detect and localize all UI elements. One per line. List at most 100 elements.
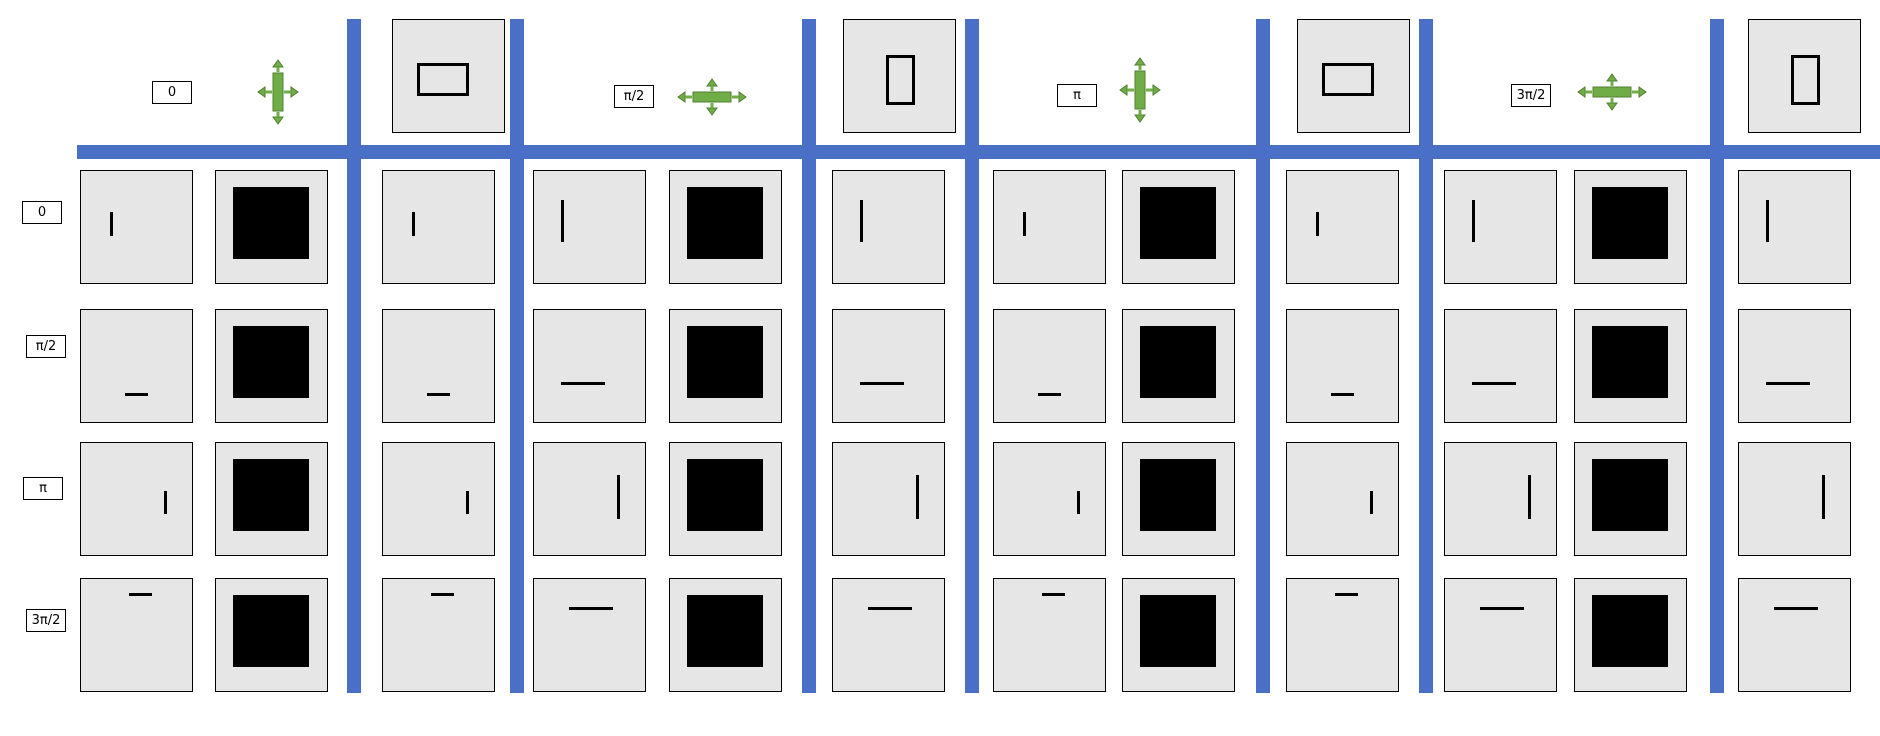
pattern-cell xyxy=(993,170,1106,284)
line-segment xyxy=(1472,200,1475,242)
column-label: 0 xyxy=(152,81,192,104)
column-label: π/2 xyxy=(614,85,654,108)
line-segment xyxy=(1316,212,1319,236)
line-segment xyxy=(561,200,564,242)
line-segment xyxy=(1331,393,1354,396)
line-segment xyxy=(860,382,904,385)
pattern-cell xyxy=(1574,309,1687,423)
column-label: π xyxy=(1057,84,1097,107)
pattern-cell xyxy=(669,442,782,556)
line-segment xyxy=(1480,607,1524,610)
pattern-cell xyxy=(80,442,193,556)
vertical-divider-6 xyxy=(1419,19,1433,693)
pattern-cell xyxy=(993,442,1106,556)
horizontal-arrow-cross-icon xyxy=(1577,73,1647,111)
filled-square xyxy=(1140,187,1216,259)
line-segment xyxy=(860,200,863,242)
pattern-cell xyxy=(1286,309,1399,423)
pattern-cell xyxy=(1122,170,1235,284)
filled-square xyxy=(1592,595,1668,667)
vertical-divider-7 xyxy=(1710,19,1724,693)
pattern-cell xyxy=(669,578,782,692)
grating-rect-horizontal xyxy=(1322,63,1374,96)
pattern-cell xyxy=(1444,442,1557,556)
grating-mask-cell xyxy=(392,19,505,133)
grating-mask-cell xyxy=(1748,19,1861,133)
pattern-cell xyxy=(382,578,495,692)
pattern-cell xyxy=(669,309,782,423)
pattern-cell xyxy=(1738,170,1851,284)
line-segment xyxy=(125,393,148,396)
pattern-cell xyxy=(215,442,328,556)
filled-square xyxy=(687,326,763,398)
line-segment xyxy=(164,491,167,514)
pattern-cell xyxy=(1738,578,1851,692)
pattern-cell xyxy=(215,170,328,284)
pattern-cell xyxy=(533,170,646,284)
filled-square xyxy=(687,459,763,531)
pattern-cell xyxy=(993,578,1106,692)
pattern-cell xyxy=(215,578,328,692)
column-label: 3π/2 xyxy=(1511,84,1551,107)
pattern-cell xyxy=(533,309,646,423)
grating-rect-vertical xyxy=(1791,55,1820,105)
filled-square xyxy=(1592,326,1668,398)
pattern-cell xyxy=(832,578,945,692)
line-segment xyxy=(427,393,450,396)
filled-square xyxy=(233,595,309,667)
pattern-cell xyxy=(382,442,495,556)
row-label: π xyxy=(23,477,63,500)
vertical-arrow-cross-icon xyxy=(257,59,299,125)
pattern-cell xyxy=(832,309,945,423)
vertical-divider-3 xyxy=(802,19,816,693)
line-segment xyxy=(1023,212,1026,236)
line-segment xyxy=(431,593,454,596)
line-segment xyxy=(1528,475,1531,519)
grating-mask-cell xyxy=(843,19,956,133)
pattern-cell xyxy=(80,170,193,284)
filled-square xyxy=(1592,459,1668,531)
line-segment xyxy=(466,491,469,514)
pattern-cell xyxy=(1122,442,1235,556)
line-segment xyxy=(129,593,152,596)
row-label: π/2 xyxy=(26,335,66,358)
filled-square xyxy=(1140,326,1216,398)
pattern-cell xyxy=(1574,170,1687,284)
vertical-divider-4 xyxy=(965,19,979,693)
filled-square xyxy=(233,326,309,398)
filled-square xyxy=(1592,187,1668,259)
line-segment xyxy=(569,607,613,610)
filled-square xyxy=(233,187,309,259)
line-segment xyxy=(1335,593,1358,596)
pattern-cell xyxy=(1286,578,1399,692)
filled-square xyxy=(687,187,763,259)
pattern-cell xyxy=(993,309,1106,423)
pattern-cell xyxy=(1574,442,1687,556)
pattern-cell xyxy=(1122,578,1235,692)
pattern-cell xyxy=(215,309,328,423)
pattern-cell xyxy=(533,442,646,556)
line-segment xyxy=(1077,491,1080,514)
pattern-cell xyxy=(533,578,646,692)
line-segment xyxy=(617,475,620,519)
line-segment xyxy=(1472,382,1516,385)
line-segment xyxy=(1774,607,1818,610)
vertical-divider-5 xyxy=(1256,19,1270,693)
grating-mask-cell xyxy=(1297,19,1410,133)
filled-square xyxy=(687,595,763,667)
grating-rect-horizontal xyxy=(417,63,469,96)
pattern-cell xyxy=(1574,578,1687,692)
row-label: 0 xyxy=(22,201,62,224)
line-segment xyxy=(412,212,415,236)
pattern-cell xyxy=(1444,578,1557,692)
pattern-cell xyxy=(1122,309,1235,423)
line-segment xyxy=(1766,382,1810,385)
pattern-cell xyxy=(1738,442,1851,556)
filled-square xyxy=(1140,459,1216,531)
pattern-cell xyxy=(1286,170,1399,284)
filled-square xyxy=(233,459,309,531)
pattern-cell xyxy=(1444,170,1557,284)
pattern-cell xyxy=(1444,309,1557,423)
pattern-cell xyxy=(382,170,495,284)
line-segment xyxy=(868,607,912,610)
